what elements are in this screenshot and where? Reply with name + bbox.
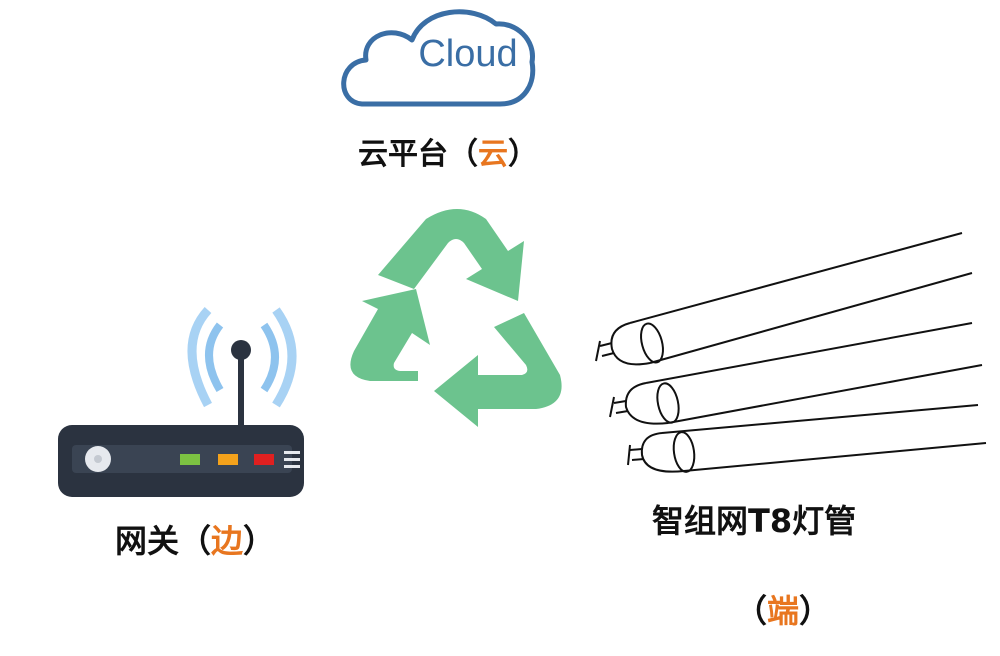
router-icon: [58, 306, 304, 497]
cloud-platform-label: 云平台（云）: [358, 137, 538, 172]
cloud-logo-text: Cloud: [418, 33, 517, 75]
recycle-icon: [350, 209, 562, 427]
tube-label: 智组网T8灯管: [652, 502, 857, 540]
tube-lights-icon: [595, 232, 987, 473]
cloud-icon: Cloud: [341, 9, 536, 107]
tube-edge-label: （端）: [735, 592, 832, 630]
gateway-label: 网关（边）: [115, 522, 276, 560]
